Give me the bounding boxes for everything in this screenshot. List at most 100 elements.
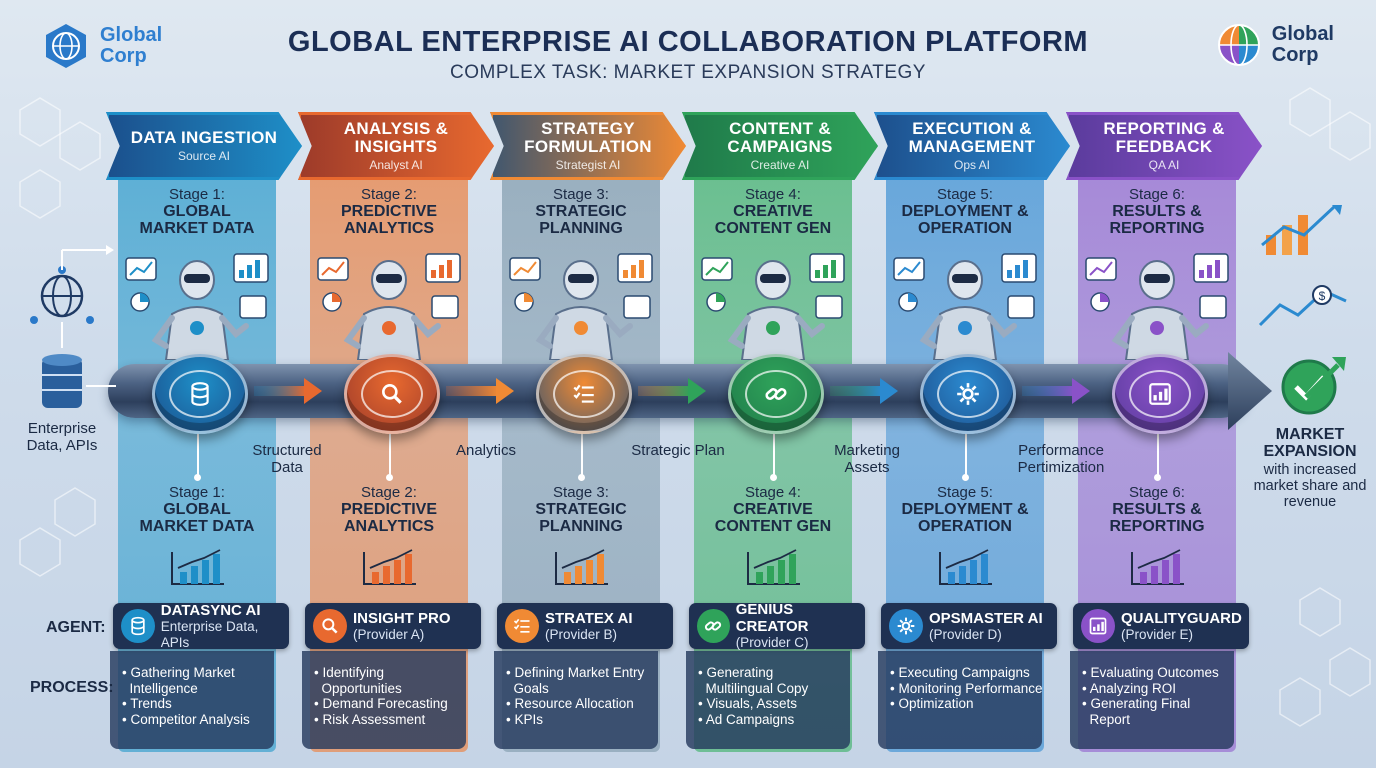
stage-connector-dot [386,474,393,481]
stage-block-lower: Stage 3:STRATEGIC PLANNING [486,484,676,535]
stage-number: Stage 3: [486,484,676,501]
pipeline-node-inner [1129,370,1191,418]
flow-label-1: Structured Data [240,442,334,476]
agent-name: DATASYNC AI [161,602,289,619]
stage-name: STRATEGIC PLANNING [486,203,676,237]
agent-provider: Enterprise Data, APIs [161,619,289,651]
agent-provider: (Provider E) [1121,627,1242,643]
pipeline-node[interactable] [344,354,440,434]
stage-number: Stage 1: [102,186,292,203]
agent-card[interactable]: OPSMASTER AI(Provider D) [881,603,1057,649]
pipeline-node[interactable] [536,354,632,434]
agent-text: INSIGHT PRO(Provider A) [353,610,451,643]
stage-connector-dot [962,474,969,481]
agent-card[interactable]: QUALITYGUARD(Provider E) [1073,603,1249,649]
ai-robot-illustration [890,250,1040,360]
pipeline-node[interactable] [152,354,248,434]
agent-icon [313,609,347,643]
stage-name: RESULTS & REPORTING [1062,501,1252,535]
stage-header-title: EXECUTION & MANAGEMENT [897,120,1047,156]
stage-chart-icon [360,548,420,588]
stage-icon-wrapper [1128,548,1188,593]
stage-number: Stage 1: [102,484,292,501]
flow-arrow [830,376,900,406]
process-item: Multilingual Copy [698,681,844,697]
stage-block-upper: Stage 6:RESULTS & REPORTING [1062,186,1252,237]
process-item: • Visuals, Assets [698,696,844,712]
stage-name: CREATIVE CONTENT GEN [678,501,868,535]
robot-illustration-wrapper [1082,250,1232,365]
process-item: Goals [506,681,652,697]
stage-number: Stage 6: [1062,484,1252,501]
process-item: • Ad Campaigns [698,712,844,728]
agent-text: GENIUS CREATOR(Provider C) [736,601,865,651]
process-item: • KPIs [506,712,652,728]
process-box: • Evaluating Outcomes• Analyzing ROI• Ge… [1070,651,1234,749]
stage-header-subtitle: Source AI [178,149,230,163]
stage-number: Stage 5: [870,484,1060,501]
stage-block-upper: Stage 4:CREATIVE CONTENT GEN [678,186,868,237]
stage-icon-wrapper [360,548,420,593]
stage-connector-dot [770,474,777,481]
stage-name: STRATEGIC PLANNING [486,501,676,535]
stage-connector-dot [1154,474,1161,481]
stage-header-subtitle: Strategist AI [556,158,621,172]
stage-number: Stage 3: [486,186,676,203]
stage-number: Stage 2: [294,484,484,501]
svg-text:$: $ [1319,289,1326,303]
page-title: GLOBAL ENTERPRISE AI COLLABORATION PLATF… [0,26,1376,59]
agent-icon [121,609,155,643]
pipeline-node-inner [361,370,423,418]
process-item: • Generating [698,665,844,681]
stage-chart-icon [744,548,804,588]
stage-header-title: DATA INGESTION [129,129,279,147]
process-box: • Executing Campaigns• Monitoring Perfor… [878,651,1042,749]
output-desc: with increased market share and revenue [1250,462,1370,510]
stage-block-lower: Stage 5:DEPLOYMENT & OPERATION [870,484,1060,535]
link-icon [763,381,789,407]
magnifier-icon [379,381,405,407]
pipeline-node-inner [937,370,999,418]
flow-label-3: Strategic Plan [622,442,734,459]
stage-header-chevron[interactable]: DATA INGESTION Source AI [106,112,302,180]
agent-card[interactable]: STRATEX AI(Provider B) [497,603,673,649]
stage-name: DEPLOYMENT & OPERATION [870,501,1060,535]
stage-connector-dot [194,474,201,481]
stage-number: Stage 6: [1062,186,1252,203]
agent-text: OPSMASTER AI(Provider D) [929,610,1043,643]
agent-name: OPSMASTER AI [929,610,1043,627]
stage-number: Stage 4: [678,484,868,501]
process-box: • Defining Market Entry Goals• Resource … [494,651,658,749]
process-item: • Trends [122,696,268,712]
stage-header-title: STRATEGY FORMULATION [513,120,663,156]
stage-header-chevron[interactable]: STRATEGY FORMULATION Strategist AI [490,112,686,180]
stage-icon-wrapper [936,548,996,593]
process-item: • Competitor Analysis [122,712,268,728]
pipeline-node[interactable] [1112,354,1208,434]
pipeline-node[interactable] [728,354,824,434]
pipeline-node-inner [745,370,807,418]
checklist-icon [512,616,532,636]
stage-block-lower: Stage 2:PREDICTIVE ANALYTICS [294,484,484,535]
flow-label-5: Performance Pertimization [1006,442,1116,476]
stage-number: Stage 2: [294,186,484,203]
ai-robot-illustration [1082,250,1232,360]
stage-name: PREDICTIVE ANALYTICS [294,203,484,237]
agent-card[interactable]: INSIGHT PRO(Provider A) [305,603,481,649]
link-icon [703,616,723,636]
agent-card[interactable]: GENIUS CREATOR(Provider C) [689,603,865,649]
stage-name: GLOBAL MARKET DATA [102,501,292,535]
input-label: Enterprise Data, APIs [14,420,110,454]
agent-name: QUALITYGUARD [1121,610,1242,627]
pipeline-node[interactable] [920,354,1016,434]
agent-text: QUALITYGUARD(Provider E) [1121,610,1242,643]
stage-block-lower: Stage 6:RESULTS & REPORTING [1062,484,1252,535]
agent-row-label: AGENT: [46,619,106,637]
stage-number: Stage 5: [870,186,1060,203]
robot-illustration-wrapper [314,250,464,365]
